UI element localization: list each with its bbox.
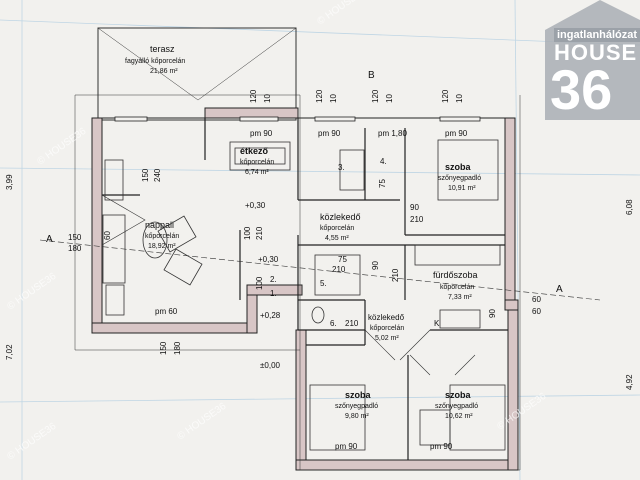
label-180l: 180 [68, 244, 82, 253]
label-60r2: 60 [532, 307, 541, 316]
label-75b: 75 [338, 255, 347, 264]
label-210a: 210 [410, 215, 424, 224]
room-etkezo-floor: kőporcelán [240, 159, 274, 166]
room-nappali-area: 18,92 m² [148, 243, 176, 250]
dim-left-upper: 3,99 [5, 174, 14, 190]
room-number-5: 5. [320, 279, 327, 288]
room-szoba2-area: 9,80 m² [345, 413, 369, 420]
label-150b: 150 [159, 341, 168, 355]
room-terasz-name: terasz [150, 44, 175, 54]
room-szoba3-floor: szőnyegpadló [435, 403, 478, 410]
logo-line3: 36 [550, 58, 613, 121]
room-number-6: 6. [330, 319, 337, 328]
label-150l: 150 [68, 233, 82, 242]
room-etkezo-name: étkező [240, 146, 269, 156]
label-210e: 210 [391, 268, 400, 282]
dim-right-lower: 4,92 [625, 374, 634, 390]
marker-k: K [434, 319, 440, 328]
label-90b: 90 [371, 261, 380, 270]
room-number-2: 2. [270, 275, 277, 284]
label-210b: 210 [255, 226, 264, 240]
label-210d: 210 [345, 319, 359, 328]
label-pm90c: pm 90 [445, 129, 468, 138]
room-szoba2-name: szoba [345, 390, 372, 400]
level-1: +0,30 [245, 201, 266, 210]
room-szoba3-name: szoba [445, 390, 472, 400]
label-pm180: pm 1,80 [378, 129, 407, 138]
exterior-walls [91, 107, 519, 471]
label-240: 240 [153, 168, 162, 182]
label-pm90d: pm 90 [335, 442, 358, 451]
label-100a: 100 [243, 226, 252, 240]
label-pm90a: pm 90 [250, 129, 273, 138]
room-szoba1-area: 10,91 m² [448, 185, 476, 192]
room-kozlekedo2-floor: kőporcelán [370, 325, 404, 332]
label-10d: 10 [455, 94, 464, 103]
label-210c: 210 [332, 265, 346, 274]
label-180b: 180 [173, 341, 182, 355]
room-szoba2-floor: szőnyegpadló [335, 403, 378, 410]
terrace-outline [97, 27, 297, 121]
room-terasz-floor: fagyálló kőporcelán [125, 58, 185, 65]
label-60l: 60 [103, 231, 112, 240]
room-kozlekedo2-name: közlekedő [368, 313, 405, 322]
label-120c: 120 [371, 89, 380, 103]
label-120a: 120 [249, 89, 258, 103]
room-kozlekedo1-floor: kőporcelán [320, 225, 354, 232]
label-pm90b: pm 90 [318, 129, 341, 138]
room-furdo-name: fürdőszoba [433, 270, 478, 280]
label-90c: 90 [488, 309, 497, 318]
label-120d: 120 [441, 89, 450, 103]
label-10c: 10 [385, 94, 394, 103]
room-kozlekedo2-area: 5,02 m² [375, 335, 399, 342]
dim-right-upper: 6,08 [625, 199, 634, 215]
label-75a: 75 [378, 179, 387, 188]
room-nappali-floor: kőporcelán [145, 233, 179, 240]
furniture [102, 139, 506, 451]
room-nappali-name: nappali [145, 220, 174, 230]
level-3: +0,28 [260, 311, 281, 320]
label-pm90e: pm 90 [430, 442, 453, 451]
room-number-4: 4. [380, 157, 387, 166]
label-90a: 90 [410, 203, 419, 212]
room-furdo-area: 7,33 m² [448, 294, 472, 301]
room-szoba1-name: szoba [445, 162, 472, 172]
room-kozlekedo1-name: közlekedő [320, 212, 361, 222]
room-number-1: 1. [270, 289, 277, 298]
level-2: +0,30 [258, 255, 279, 264]
label-60r1: 60 [532, 295, 541, 304]
logo-line2: HOUSE [554, 40, 638, 65]
room-terasz-area: 21,86 m² [150, 68, 178, 75]
room-furdo-floor: kőporcelán [440, 284, 474, 291]
dim-left-lower: 7,02 [5, 344, 14, 360]
label-10b: 10 [329, 94, 338, 103]
house36-logo: ingatlanhálózat HOUSE 36 [540, 0, 640, 140]
section-a-left: A [46, 234, 53, 245]
label-10a: 10 [263, 94, 272, 103]
label-100b: 100 [255, 276, 264, 290]
label-pm60: pm 60 [155, 307, 178, 316]
logo-line1: ingatlanhálózat [554, 28, 640, 42]
room-szoba1-floor: szőnyegpadló [438, 175, 481, 182]
label-120b: 120 [315, 89, 324, 103]
room-number-3: 3. [338, 163, 345, 172]
level-4: ±0,00 [260, 361, 281, 370]
room-szoba3-area: 10,62 m² [445, 413, 473, 420]
label-150top: 150 [141, 168, 150, 182]
section-a-right: A [556, 284, 563, 295]
room-kozlekedo1-area: 4,55 m² [325, 235, 349, 242]
section-b: B [368, 70, 375, 81]
room-etkezo-area: 6,74 m² [245, 169, 269, 176]
